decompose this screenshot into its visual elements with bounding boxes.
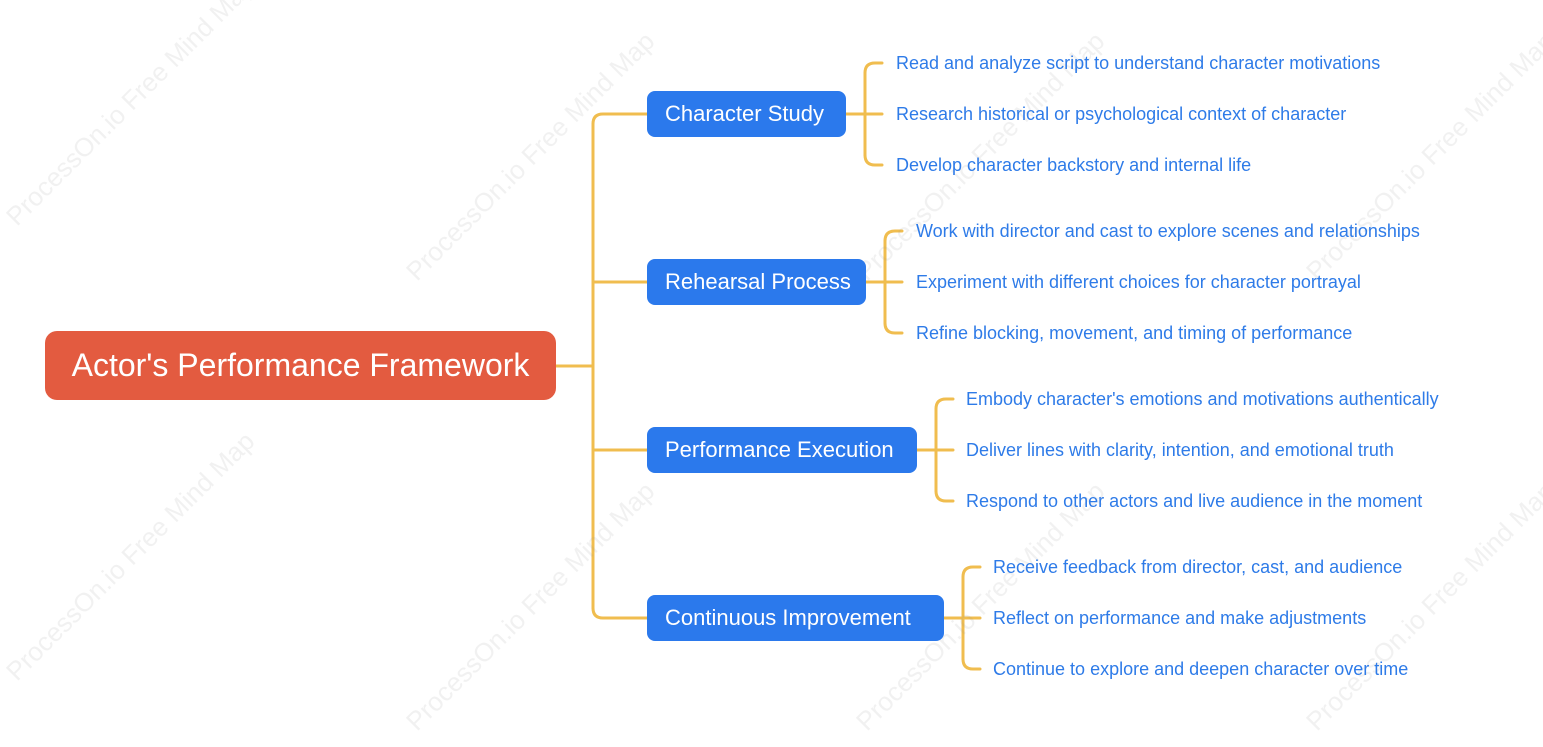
leaf-node[interactable]: Receive feedback from director, cast, an… — [993, 557, 1403, 577]
leaf-node[interactable]: Develop character backstory and internal… — [896, 155, 1252, 175]
leaf-node[interactable]: Experiment with different choices for ch… — [916, 272, 1361, 292]
branch-label: Rehearsal Process — [665, 269, 851, 294]
leaf-node[interactable]: Embody character's emotions and motivati… — [966, 389, 1439, 409]
leaf-connector — [961, 657, 982, 671]
branch-label: Performance Execution — [665, 437, 894, 462]
root-node[interactable]: Actor's Performance Framework — [45, 331, 556, 400]
leaf-connector — [883, 229, 904, 243]
branch-node-rehearsal-process[interactable]: Rehearsal Process — [647, 259, 866, 305]
leaf-connector — [863, 61, 884, 75]
leaf-node[interactable]: Continue to explore and deepen character… — [993, 659, 1409, 679]
leaf-node[interactable]: Reflect on performance and make adjustme… — [993, 608, 1367, 628]
leaf-connector — [934, 397, 955, 411]
leaf-connector — [863, 153, 884, 167]
branch-label: Character Study — [665, 101, 824, 126]
leaf-node[interactable]: Read and analyze script to understand ch… — [896, 53, 1381, 73]
branch-label: Continuous Improvement — [665, 605, 911, 630]
leaf-node[interactable]: Respond to other actors and live audienc… — [966, 491, 1423, 511]
leaf-node[interactable]: Deliver lines with clarity, intention, a… — [966, 440, 1394, 460]
branch-node-character-study[interactable]: Character Study — [647, 91, 846, 137]
leaf-connector — [883, 321, 904, 335]
root-node-label: Actor's Performance Framework — [71, 347, 530, 383]
leaf-node[interactable]: Work with director and cast to explore s… — [916, 221, 1420, 241]
branch-connector — [591, 112, 649, 126]
leaf-connector — [934, 489, 955, 503]
leaf-node[interactable]: Refine blocking, movement, and timing of… — [916, 323, 1353, 343]
leaf-node[interactable]: Research historical or psychological con… — [896, 104, 1347, 124]
branch-node-continuous-improvement[interactable]: Continuous Improvement — [647, 595, 944, 641]
leaf-connector — [961, 565, 982, 579]
branch-connector — [591, 606, 649, 620]
branch-node-performance-execution[interactable]: Performance Execution — [647, 427, 917, 473]
